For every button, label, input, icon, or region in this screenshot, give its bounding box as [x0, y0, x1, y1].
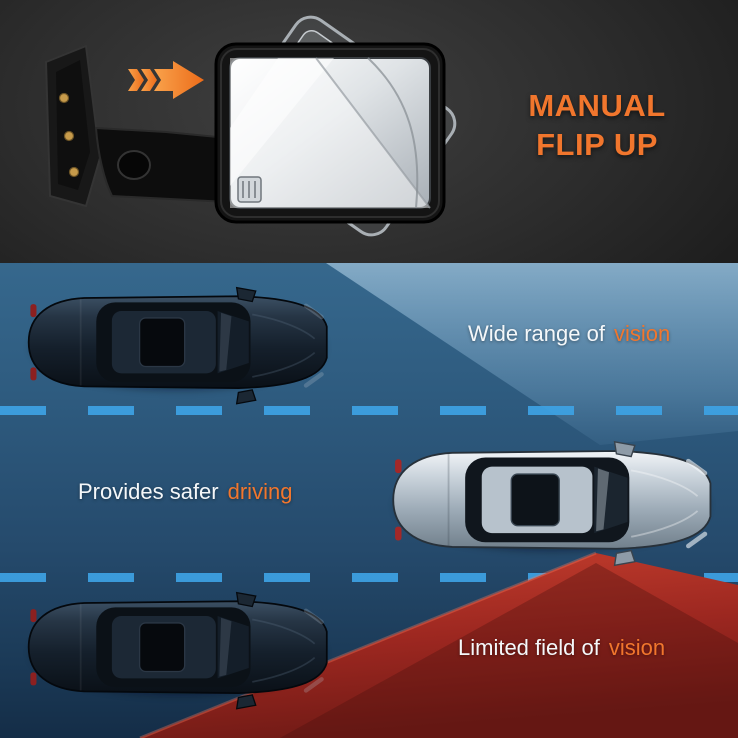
mirror-head [214, 42, 446, 224]
heated-glass-icon [237, 176, 262, 203]
flip-direction-arrow-icon [128, 61, 204, 99]
lane-marking-top [0, 406, 738, 415]
limited-vision-wedge [139, 551, 738, 738]
towing-mirror-illustration [44, 15, 457, 237]
caption-highlight: driving [227, 479, 293, 504]
vision-comparison-section: Wide range of vision Provides safer driv… [0, 263, 738, 738]
caption-highlight: vision [608, 635, 666, 660]
silver-sedan-top-view [392, 440, 712, 567]
headline-line-2: FLIP UP [536, 127, 658, 162]
caption-limited-field: Limited field of vision [458, 635, 665, 661]
mirror-arm [94, 126, 229, 204]
caption-safer-driving: Provides safer driving [78, 479, 292, 505]
caption-text: Wide range of [468, 321, 605, 346]
dark-sedan-top-view [27, 591, 328, 710]
wide-vision-wedge [326, 263, 738, 445]
headline: MANUAL FLIP UP [490, 86, 704, 164]
caption-text: Provides safer [78, 479, 219, 504]
mirror-flip-section: MANUAL FLIP UP [0, 0, 738, 263]
caption-text: Limited field of [458, 635, 600, 660]
dark-sedan-top-view [27, 286, 328, 405]
lane-marking-bottom [0, 573, 738, 582]
caption-wide-range: Wide range of vision [468, 321, 670, 347]
caption-highlight: vision [613, 321, 671, 346]
headline-line-1: MANUAL [528, 88, 666, 123]
mirror-mount-bracket [44, 44, 102, 208]
